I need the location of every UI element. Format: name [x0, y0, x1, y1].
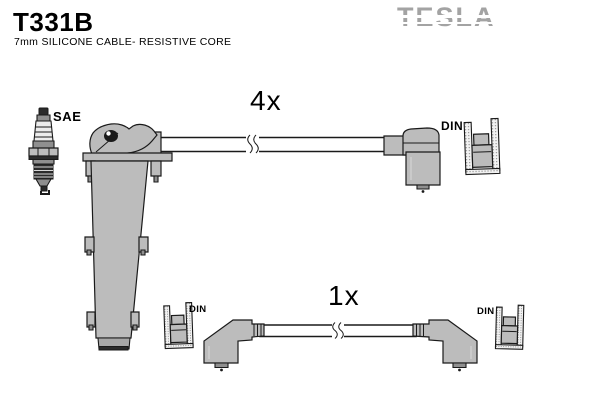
tesla-logo: TESLA [395, 4, 497, 34]
din-connector-label: DIN [477, 306, 495, 317]
sae-connector-label: SAE [53, 109, 82, 124]
coil-cable-quantity-label: 1x [328, 280, 360, 311]
cable-break-icon [333, 323, 338, 339]
din-socket-cross-section-icon [463, 117, 501, 176]
part-description: 7mm SILICONE CABLE- RESISTIVE CORE [14, 36, 232, 48]
din-connector-label: DIN [189, 304, 207, 315]
elbow-boot-icon [204, 320, 264, 372]
part-number: T331B [13, 7, 94, 37]
elbow-boot-icon [384, 128, 440, 193]
cable-break-gap [332, 322, 344, 340]
logo-stripe-icon [395, 15, 495, 18]
coil-ignition-cable [260, 322, 416, 340]
main-ignition-cable [156, 134, 398, 155]
logo-stripe-icon [395, 21, 495, 25]
cable-break-icon [254, 135, 259, 153]
din-socket-cross-section-icon [494, 304, 525, 350]
main-cable-quantity-label: 4x [250, 85, 282, 116]
elbow-boot-icon [413, 320, 477, 372]
cable-break-icon [339, 323, 344, 339]
spark-plug-icon [29, 108, 58, 194]
din-connector-label: DIN [441, 119, 464, 133]
distributor-boot-icon [83, 124, 172, 350]
cable-break-icon [248, 135, 253, 153]
cable-break-gap [246, 134, 259, 155]
